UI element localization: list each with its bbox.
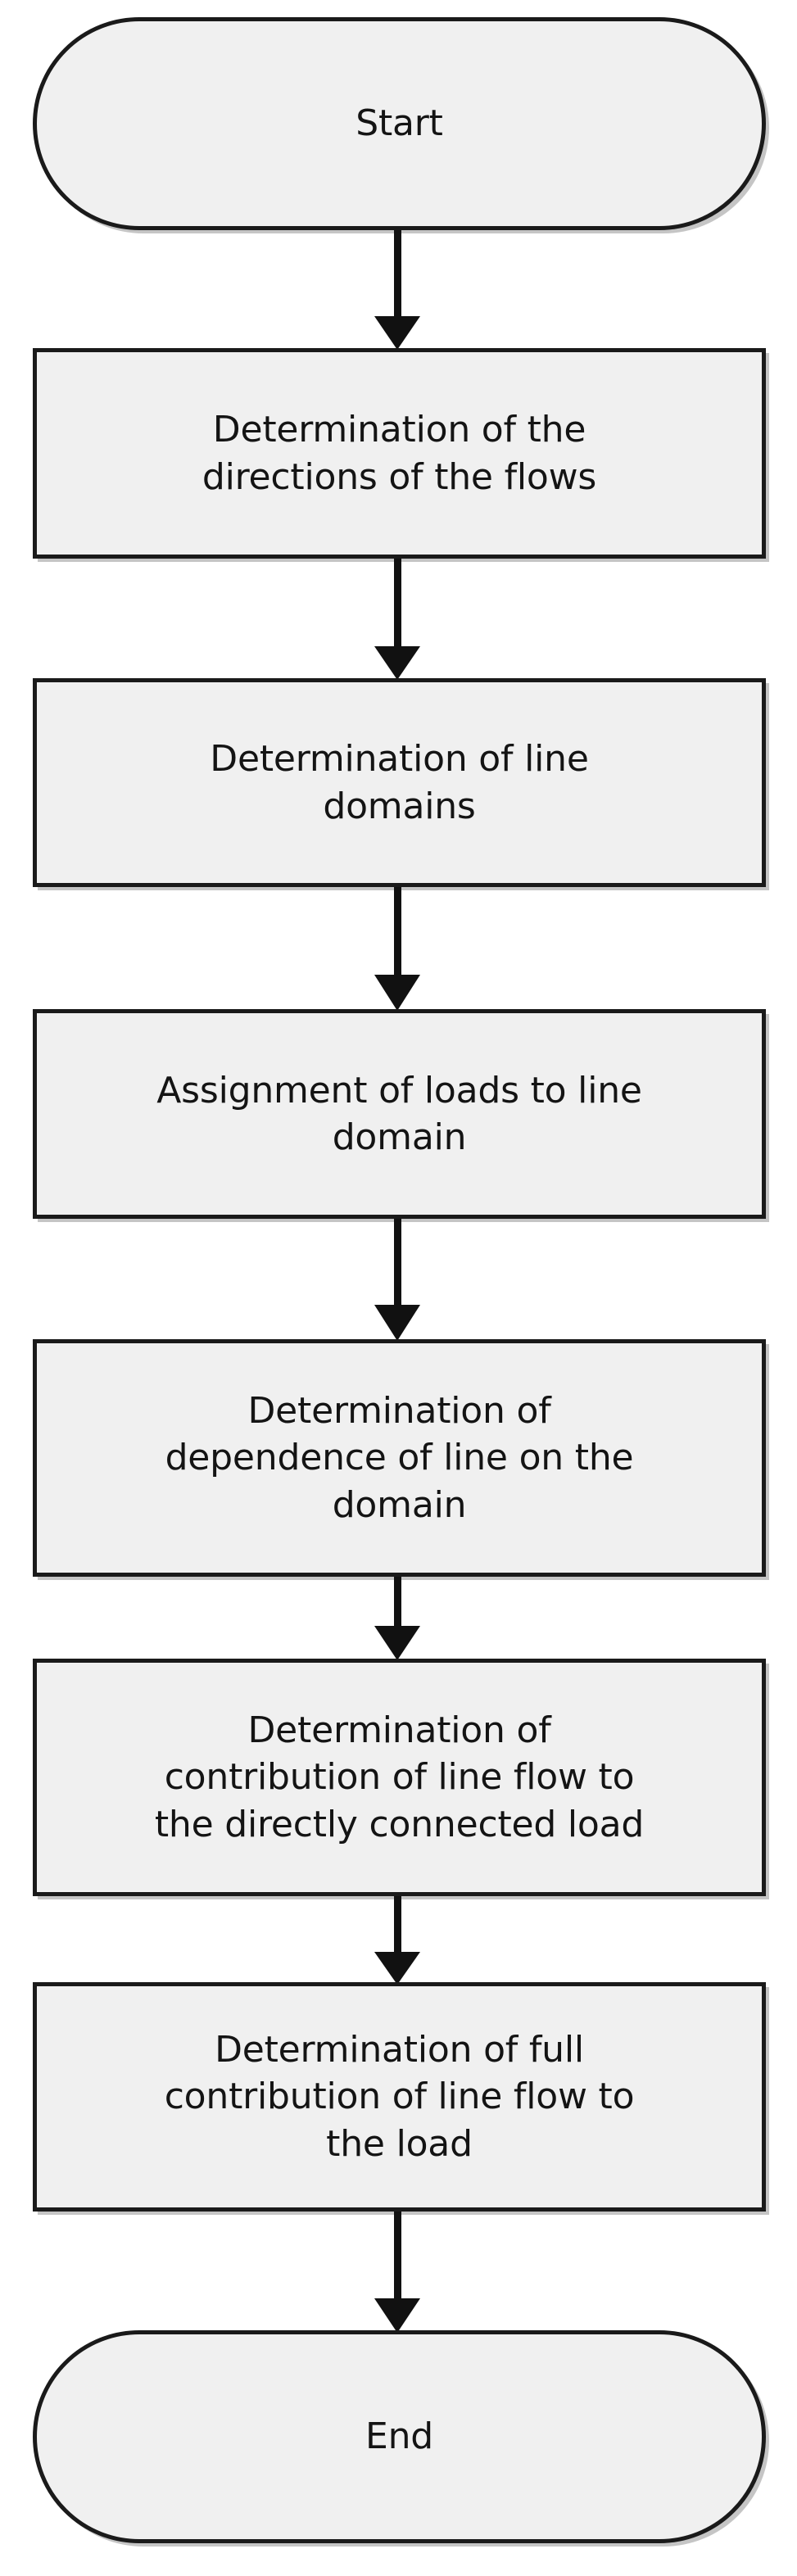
arrowhead-down-icon — [374, 975, 420, 1011]
node-step5[interactable]: Determination of contribution of line fl… — [33, 1659, 766, 1896]
node-step6[interactable]: Determination of full contribution of li… — [33, 1982, 766, 2212]
node-step4[interactable]: Determination of dependence of line on t… — [33, 1339, 766, 1577]
arrowhead-down-icon — [374, 1305, 420, 1341]
arrowhead-down-icon — [374, 2298, 420, 2333]
connector-stem — [394, 1577, 401, 1629]
node-step6-label: Determination of full contribution of li… — [164, 2029, 635, 2165]
connector-stem — [394, 1896, 401, 1955]
arrowhead-down-icon — [374, 646, 420, 680]
connector-stem — [394, 1219, 401, 1307]
node-step3[interactable]: Assignment of loads to line domain — [33, 1009, 766, 1219]
node-end-label: End — [365, 2415, 434, 2458]
connector-stem — [394, 887, 401, 977]
connector-stem — [394, 559, 401, 649]
node-step2[interactable]: Determination of line domains — [33, 678, 766, 887]
node-step1[interactable]: Determination of the directions of the f… — [33, 348, 766, 559]
node-step5-label: Determination of contribution of line fl… — [154, 1709, 645, 1845]
arrowhead-down-icon — [374, 1626, 420, 1660]
node-step4-label: Determination of dependence of line on t… — [165, 1390, 634, 1526]
connector-stem — [394, 230, 401, 319]
node-step1-label: Determination of the directions of the f… — [202, 409, 597, 498]
arrowhead-down-icon — [374, 316, 420, 350]
node-end[interactable]: End — [33, 2330, 766, 2543]
arrowhead-down-icon — [374, 1952, 420, 1985]
node-step3-label: Assignment of loads to line domain — [156, 1069, 642, 1158]
node-step2-label: Determination of line domains — [210, 738, 589, 827]
connector-stem — [394, 2212, 401, 2302]
node-start[interactable]: Start — [33, 17, 766, 230]
node-start-label: Start — [355, 102, 443, 145]
